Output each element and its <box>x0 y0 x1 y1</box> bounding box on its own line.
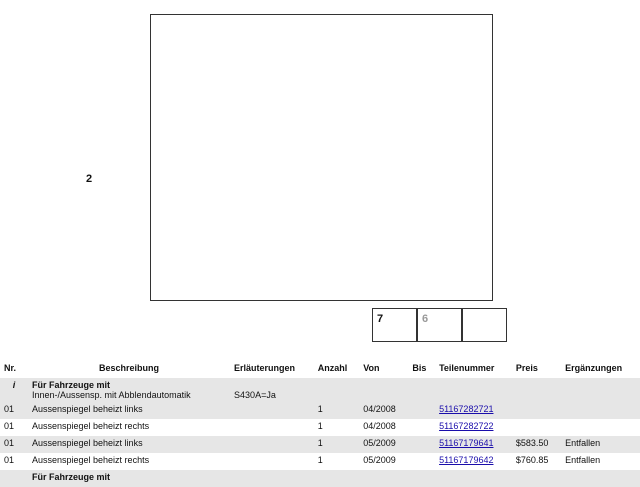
note-erlauterung: S430A=Ja <box>230 378 314 402</box>
row-description: Aussenspiegel beheizt rechts <box>28 453 231 470</box>
row-nr: 01 <box>0 419 28 436</box>
part-number-link[interactable]: 51167282721 <box>439 404 494 414</box>
row-nr: 01 <box>0 402 28 419</box>
reference-box-arrow[interactable] <box>462 308 507 342</box>
callout-2[interactable]: 2 <box>86 173 93 185</box>
row-von: 04/2008 <box>359 402 409 419</box>
row-von: 05/2009 <box>359 453 409 470</box>
row-nr: 01 <box>0 436 28 453</box>
table-row: 01 Aussenspiegel beheizt rechts 1 04/200… <box>0 419 640 436</box>
row-anzahl: 1 <box>313 436 360 453</box>
ref-label-6: 6 <box>422 313 429 325</box>
row-description: Aussenspiegel beheizt links <box>28 436 231 453</box>
note-description: Für Fahrzeuge mit Innen-/Aussensp. mit A… <box>28 378 231 402</box>
part-number-link[interactable]: 51167179641 <box>439 438 494 448</box>
note-title: Für Fahrzeuge mit <box>28 470 231 487</box>
row-preis: $760.85 <box>511 453 562 470</box>
note-title: Für Fahrzeuge mit <box>32 380 111 390</box>
row-anzahl: 1 <box>313 419 360 436</box>
row-erganzung <box>561 402 640 419</box>
table-header-row: Nr. Beschreibung Erläuterungen Anzahl Vo… <box>0 357 640 378</box>
row-bis <box>408 453 436 470</box>
row-preis <box>511 419 562 436</box>
row-anzahl: 1 <box>313 402 360 419</box>
header-bis: Bis <box>408 357 436 378</box>
row-description: Aussenspiegel beheizt links <box>28 402 231 419</box>
row-von: 05/2009 <box>359 436 409 453</box>
row-preis: $583.50 <box>511 436 562 453</box>
table-row: 01 Aussenspiegel beheizt rechts 1 05/200… <box>0 453 640 470</box>
note-subtitle: Innen-/Aussensp. mit Abblendautomatik <box>32 390 191 400</box>
row-erganzung <box>561 419 640 436</box>
header-anzahl: Anzahl <box>313 357 360 378</box>
table-row: 01 Aussenspiegel beheizt links 1 05/2009… <box>0 436 640 453</box>
note-row: i Für Fahrzeuge mit Innen-/Aussensp. mit… <box>0 378 640 402</box>
header-preis: Preis <box>511 357 562 378</box>
row-nr: 01 <box>0 453 28 470</box>
note-row: Für Fahrzeuge mit <box>0 470 640 487</box>
table-row: 01 Aussenspiegel beheizt links 1 04/2008… <box>0 402 640 419</box>
parts-diagram <box>150 14 493 301</box>
header-erganzungen: Ergänzungen <box>561 357 640 378</box>
header-teilenummer: Teilenummer <box>435 357 512 378</box>
row-preis <box>511 402 562 419</box>
row-description: Aussenspiegel beheizt rechts <box>28 419 231 436</box>
reference-box-6[interactable]: 6 <box>417 308 462 342</box>
header-beschreibung: Beschreibung <box>28 357 231 378</box>
row-erganzung: Entfallen <box>561 453 640 470</box>
header-nr: Nr. <box>0 357 28 378</box>
ref-label-7: 7 <box>377 313 384 325</box>
row-erganzung: Entfallen <box>561 436 640 453</box>
header-erlauterungen: Erläuterungen <box>230 357 314 378</box>
note-nr: i <box>0 378 28 402</box>
header-von: Von <box>359 357 409 378</box>
row-von: 04/2008 <box>359 419 409 436</box>
row-bis <box>408 402 436 419</box>
part-number-link[interactable]: 51167179642 <box>439 455 494 465</box>
parts-table: Nr. Beschreibung Erläuterungen Anzahl Vo… <box>0 357 640 487</box>
row-anzahl: 1 <box>313 453 360 470</box>
row-bis <box>408 436 436 453</box>
reference-box-7[interactable]: 7 <box>372 308 417 342</box>
row-bis <box>408 419 436 436</box>
part-number-link[interactable]: 51167282722 <box>439 421 494 431</box>
